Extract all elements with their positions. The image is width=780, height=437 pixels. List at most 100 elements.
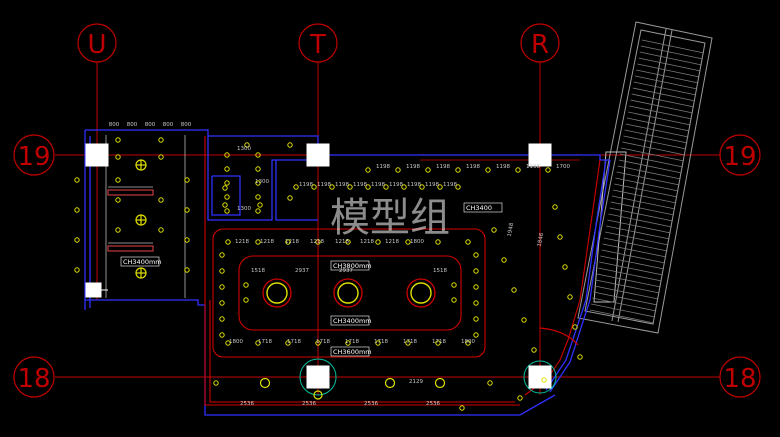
downlight (465, 239, 471, 245)
downlight (365, 184, 371, 190)
downlight (287, 142, 293, 148)
dimension-top-row: 1198 (406, 164, 420, 170)
downlight (222, 185, 228, 191)
downlight (158, 137, 164, 143)
grid-bubbles (13, 23, 761, 398)
escalator-tread (592, 297, 657, 312)
downlight (473, 300, 479, 306)
escalator-tread (628, 111, 691, 126)
downlight (459, 405, 465, 411)
escalator-tread (607, 219, 671, 234)
dimension-bottom: 2536 (426, 401, 440, 407)
escalator-tread (632, 87, 696, 102)
dimension-hall-bottom: 1718 (403, 339, 417, 345)
columns (85, 143, 552, 389)
dimension-hall-bottom: 1718 (316, 339, 330, 345)
downlight (184, 267, 190, 273)
downlight (473, 252, 479, 258)
downlight (501, 257, 507, 263)
dimension-hall-inner: 2937 (339, 268, 353, 274)
downlight (557, 234, 563, 240)
downlight (435, 340, 441, 346)
downlight (244, 142, 250, 148)
ch-tag-right: CH3400 (466, 204, 492, 212)
escalator-tread (613, 189, 677, 204)
escalator-tread (600, 255, 665, 270)
dimension-hall-bottom: 1718 (432, 339, 446, 345)
dimension-hall-top: 1218 (360, 239, 374, 245)
downlight (184, 237, 190, 243)
downlight (115, 227, 121, 233)
downlight (243, 297, 249, 303)
downlight (115, 197, 121, 203)
grid-label-col-t: T (309, 30, 326, 60)
dimension-second-row: 1198 (407, 182, 421, 188)
column-t18 (306, 365, 330, 389)
downlight (451, 297, 457, 303)
dimension-hall-bottom: 1718 (345, 339, 359, 345)
escalator-tread (589, 309, 655, 324)
downlight (485, 167, 491, 173)
downlight (219, 268, 225, 274)
downlight (567, 294, 573, 300)
downlight (255, 152, 261, 158)
downlight (541, 377, 547, 383)
downlight (115, 177, 121, 183)
downlight (225, 239, 231, 245)
dimension-second-row: 1198 (353, 182, 367, 188)
downlight (401, 184, 407, 190)
east-wall (549, 159, 611, 393)
escalator-tread (611, 195, 676, 210)
downlight (74, 177, 80, 183)
downlight (74, 237, 80, 243)
downlight (255, 208, 261, 214)
ceiling-height-tags: CH3400mm CH3400 CH3800mm CH3400mm CH3600… (120, 202, 503, 357)
downlight (473, 268, 479, 274)
column-u-low (85, 282, 102, 298)
grid-bubble-row-18-right (719, 356, 761, 398)
downlight (437, 184, 443, 190)
downlight (577, 354, 583, 360)
downlight (375, 340, 381, 346)
downlight (451, 282, 457, 288)
dimension-hall-top: 1218 (260, 239, 274, 245)
dimension-hall-inner: 1518 (433, 268, 447, 274)
downlight (219, 316, 225, 322)
downlight (455, 167, 461, 173)
grid-label-row-18-right: 18 (723, 364, 756, 394)
downlight (521, 317, 527, 323)
downlight (115, 154, 121, 160)
downlight (395, 167, 401, 173)
dimension-second-row: 1198 (317, 182, 331, 188)
escalator-treads (589, 39, 705, 324)
dimension-hall-top: 1218 (385, 239, 399, 245)
escalator-tread (603, 237, 668, 252)
dimension-corridor: 1300 (255, 179, 269, 185)
downlight (213, 380, 219, 386)
escalator-tread (624, 129, 688, 144)
dimension-top-left: 800 (109, 122, 120, 128)
escalator-tread (618, 159, 682, 174)
downlight (293, 184, 299, 190)
downlight (562, 264, 568, 270)
downlight (455, 184, 461, 190)
downlight (473, 332, 479, 338)
escalator-tread (610, 201, 675, 216)
dimension-hall-bottom: 1800 (461, 339, 475, 345)
dimension-hall-bottom: 1718 (287, 339, 301, 345)
downlight (255, 340, 261, 346)
dimension-hall-bottom: 1718 (258, 339, 272, 345)
escalator-tread (598, 267, 662, 282)
escalator-tread (631, 93, 695, 108)
dome-lights (262, 278, 557, 396)
dimension-top-row: 1198 (466, 164, 480, 170)
grid-label-row-19-left: 19 (17, 142, 50, 172)
dimension-second-row: 1198 (389, 182, 403, 188)
downlight (515, 167, 521, 173)
dimension-top-left: 800 (181, 122, 192, 128)
downlight (224, 166, 230, 172)
escalator-tread (591, 303, 656, 318)
downlight (311, 184, 317, 190)
